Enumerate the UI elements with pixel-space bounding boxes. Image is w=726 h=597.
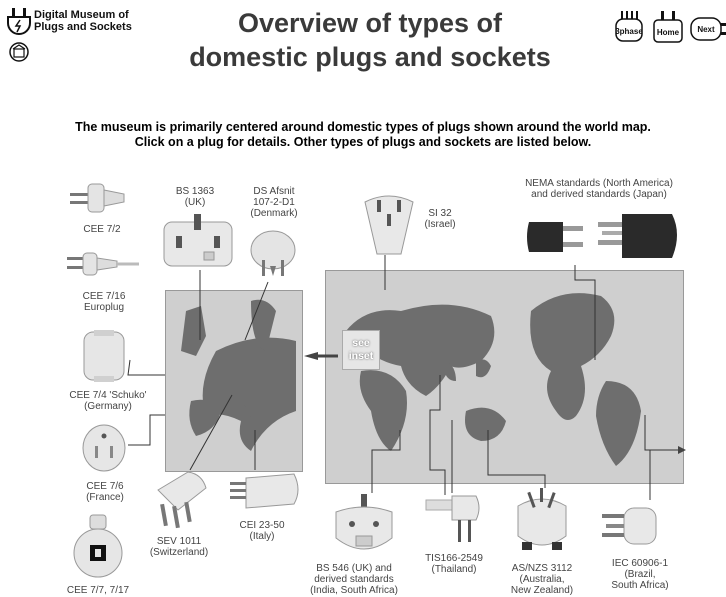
plug-cei[interactable] [228, 470, 304, 514]
cee76-plug-icon [82, 424, 126, 472]
label-ds[interactable]: DS Afsnit 107-2-D1 (Denmark) [250, 186, 298, 219]
see-inset-link[interactable]: see inset [342, 330, 380, 370]
nema-2pin-plug-icon [527, 222, 583, 252]
intro-text: The museum is primarily centered around … [0, 120, 726, 150]
logo-line-1: Digital Museum of [34, 9, 129, 21]
home-button[interactable]: Home [651, 10, 685, 44]
cei-plug-icon [230, 473, 299, 509]
next-button[interactable]: Next [689, 10, 726, 44]
label-cee76[interactable]: CEE 7/6 (France) [86, 481, 124, 503]
plug-cee72[interactable] [68, 176, 130, 220]
logo-text[interactable]: Digital Museum of Plugs and Sockets [34, 9, 132, 33]
label-cee72[interactable]: CEE 7/2 [83, 224, 121, 235]
nema-3pin-plug-icon [598, 214, 677, 258]
label-cei[interactable]: CEI 23-50 (Italy) [239, 520, 285, 542]
iec-plug-icon [602, 507, 657, 545]
si32-plug-icon [364, 195, 414, 255]
plug-cee74[interactable] [80, 328, 128, 384]
tis-plug-icon [425, 495, 480, 542]
bs1363-plug-icon [163, 214, 233, 267]
plug-nema-3pin[interactable] [592, 210, 684, 262]
label-iec[interactable]: IEC 60906-1 (Brazil, South Africa) [611, 558, 669, 591]
label-cee716[interactable]: CEE 7/16 Europlug [82, 291, 126, 313]
label-cee74[interactable]: CEE 7/4 'Schuko' (Germany) [69, 390, 147, 412]
cee74-plug-icon [83, 330, 125, 382]
three-phase-label: 3phase [615, 27, 643, 36]
intro-line-2: Click on a plug for details. Other types… [134, 135, 592, 149]
label-nema[interactable]: NEMA standards (North America) and deriv… [525, 178, 673, 200]
world-map [325, 270, 684, 484]
label-bs1363[interactable]: BS 1363 (UK) [175, 186, 215, 208]
plug-nema-2pin[interactable] [525, 212, 587, 262]
label-asnzs[interactable]: AS/NZS 3112 (Australia, New Zealand) [510, 563, 574, 596]
label-si32[interactable]: SI 32 (Israel) [424, 208, 456, 230]
plug-iec[interactable] [600, 500, 660, 552]
plug-logo-icon [7, 8, 31, 62]
title-line-1: Overview of types of [237, 8, 503, 38]
intro-line-1: The museum is primarily centered around … [75, 120, 651, 134]
three-phase-button[interactable]: 3phase [612, 10, 646, 44]
logo-line-2: Plugs and Sockets [34, 21, 132, 33]
home-plug-icon [653, 11, 683, 43]
asnzs-plug-icon [517, 488, 567, 550]
sev-plug-icon [157, 471, 207, 529]
home-label: Home [656, 28, 680, 37]
page-title: Overview of types of domestic plugs and … [150, 6, 590, 74]
ds-plug-icon [250, 230, 296, 276]
see-inset-label: see inset [348, 337, 374, 362]
plug-tis[interactable] [424, 492, 484, 548]
label-bs546[interactable]: BS 546 (UK) and derived standards (India… [310, 563, 398, 596]
cee72-plug-icon [70, 183, 125, 213]
label-cee77[interactable]: CEE 7/7, 7/17 [66, 585, 130, 596]
plug-sev[interactable] [150, 468, 210, 530]
europe-inset-map [165, 290, 303, 472]
title-line-2: domestic plugs and sockets [189, 42, 551, 72]
plug-si32[interactable] [360, 190, 418, 258]
label-tis[interactable]: TIS166-2549 (Thailand) [425, 553, 483, 575]
europe-map-graphic [181, 299, 296, 451]
bs546-plug-icon [335, 494, 393, 550]
plug-bs546[interactable] [330, 492, 398, 558]
plug-cee76[interactable] [80, 422, 128, 474]
plug-cee77[interactable] [70, 513, 126, 579]
label-sev[interactable]: SEV 1011 (Switzerland) [149, 536, 209, 558]
plug-ds[interactable] [248, 228, 298, 280]
museum-logo[interactable] [4, 6, 154, 64]
plug-bs1363[interactable] [160, 212, 236, 270]
next-label: Next [697, 25, 715, 34]
inset-arrow-icon [304, 352, 318, 360]
plug-asnzs[interactable] [510, 486, 574, 556]
cee716-plug-icon [67, 252, 139, 276]
cee77-plug-icon [73, 514, 123, 578]
world-map-graphic [346, 293, 641, 466]
next-plug-icon [690, 17, 726, 41]
three-phase-plug-icon [615, 11, 643, 42]
plug-cee716[interactable] [65, 244, 140, 284]
